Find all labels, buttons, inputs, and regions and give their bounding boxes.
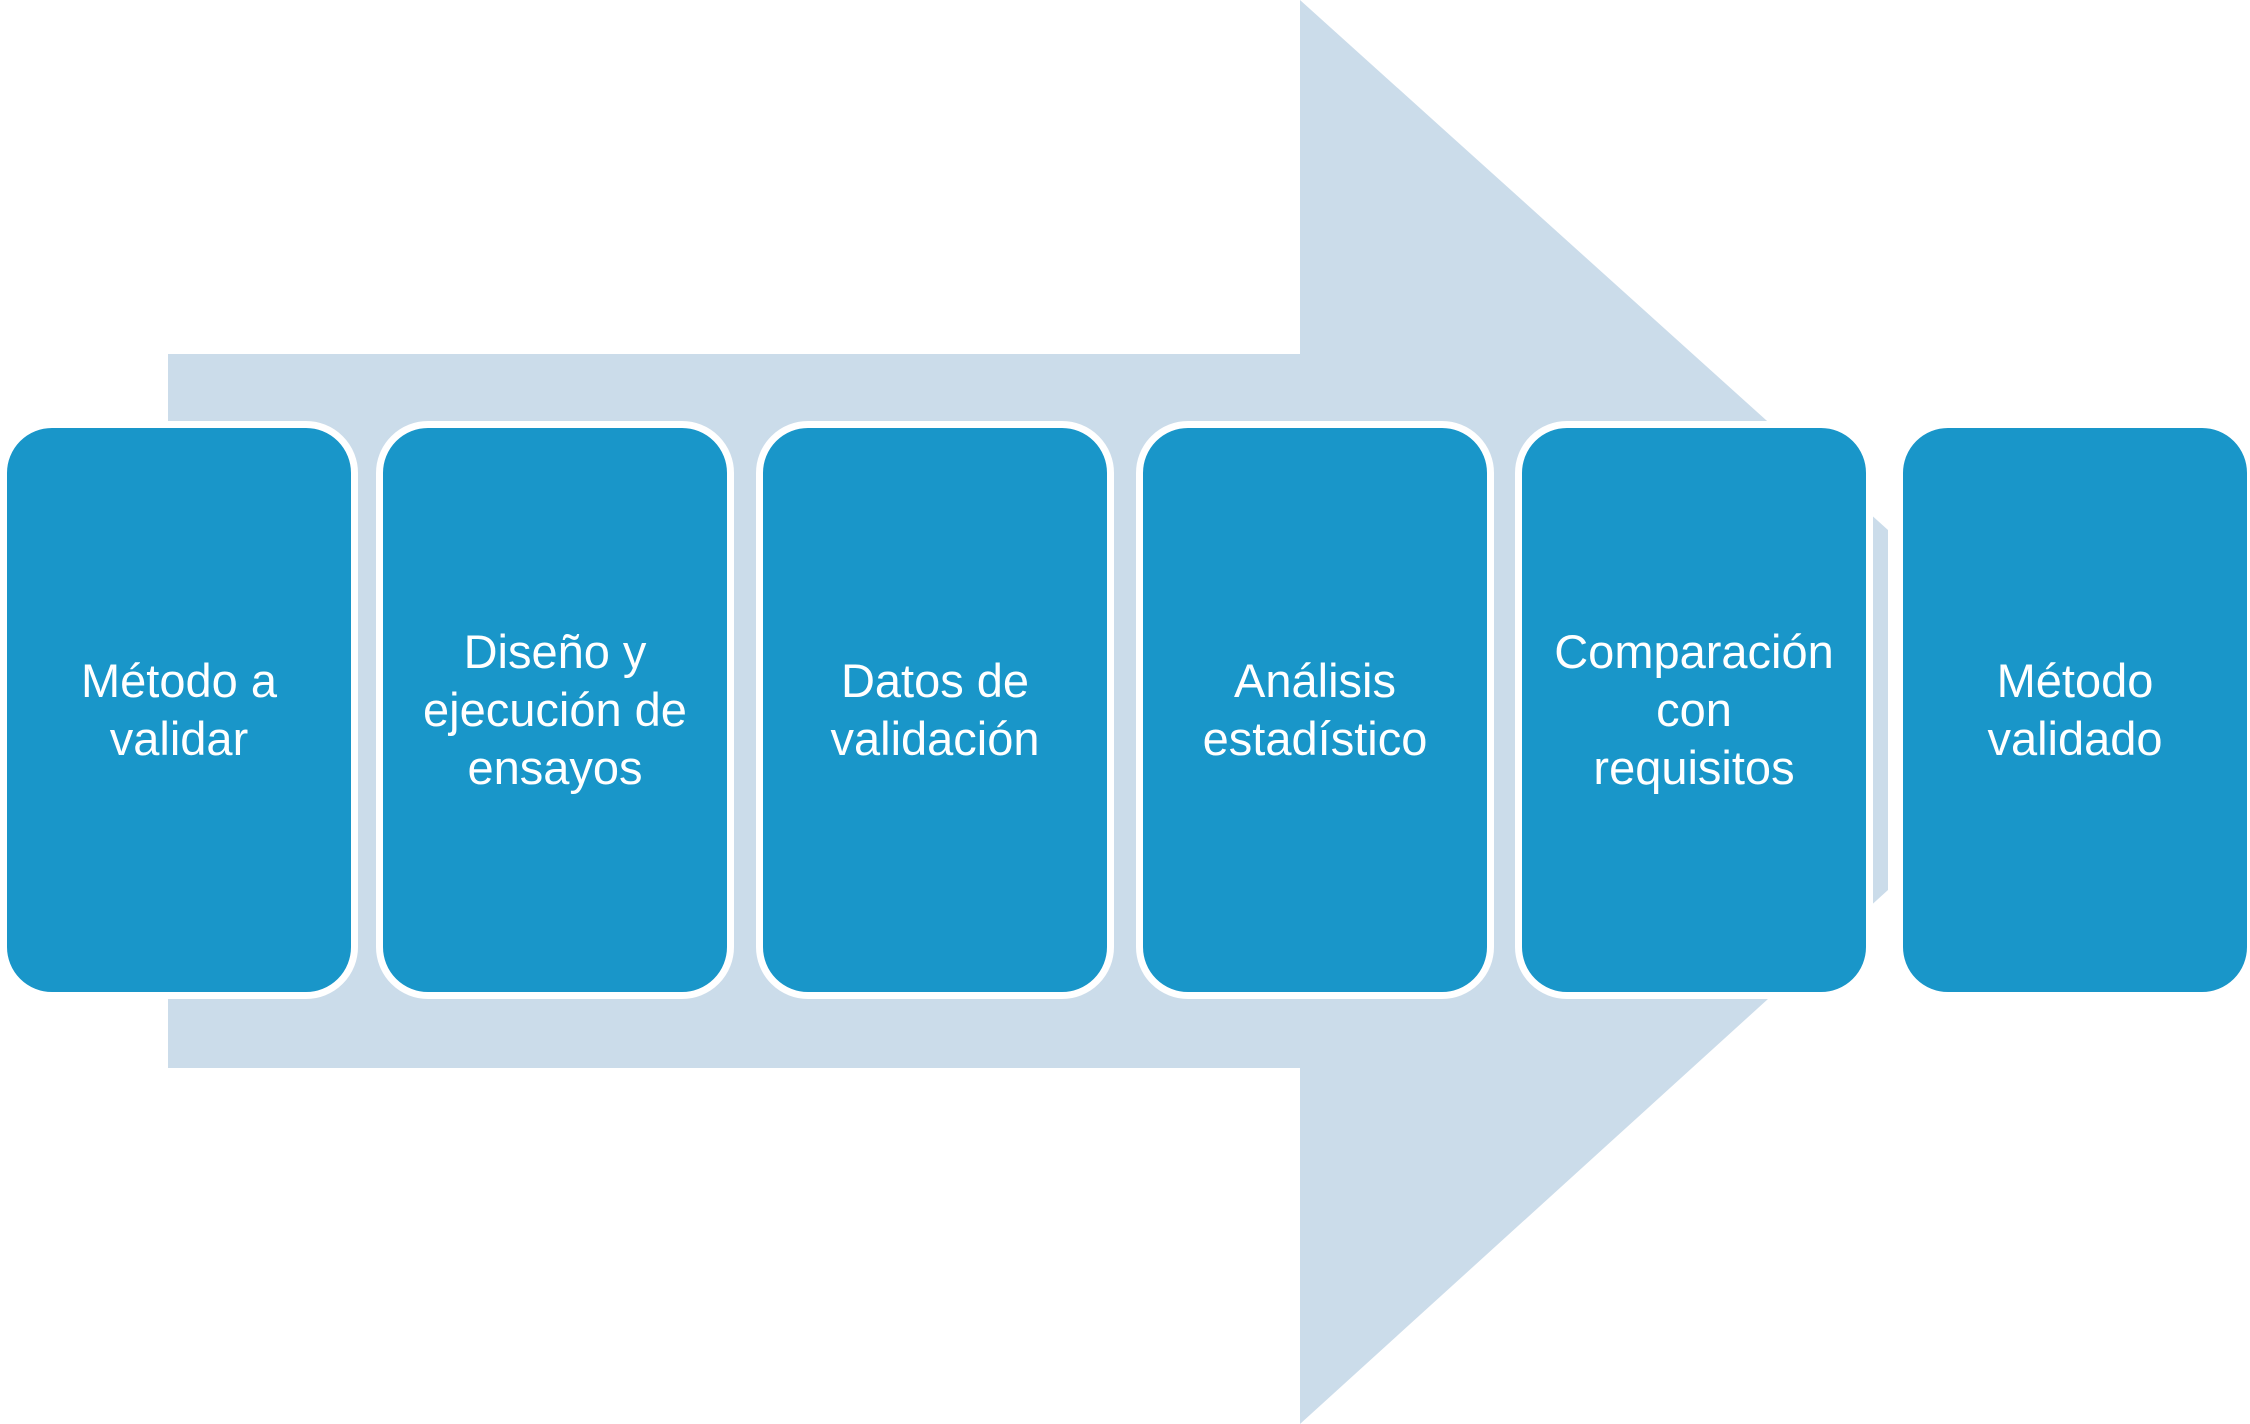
step-label: Método validado — [1987, 654, 2163, 765]
step-box-method-to-validate: Método a validar — [0, 421, 358, 999]
step-box-statistical-analysis: Análisis estadístico — [1136, 421, 1494, 999]
step-box-comparison-requirements: Comparación con requisitos — [1515, 421, 1873, 999]
step-label: Análisis estadístico — [1202, 654, 1428, 765]
step-label: Método a validar — [81, 654, 277, 765]
step-box-validated-method: Método validado — [1896, 421, 2250, 999]
step-label: Datos de validación — [830, 654, 1040, 765]
step-label: Comparación con requisitos — [1554, 625, 1834, 794]
step-label: Diseño y ejecución de ensayos — [423, 625, 687, 794]
step-box-design-execution: Diseño y ejecución de ensayos — [376, 421, 734, 999]
step-box-validation-data: Datos de validación — [756, 421, 1114, 999]
